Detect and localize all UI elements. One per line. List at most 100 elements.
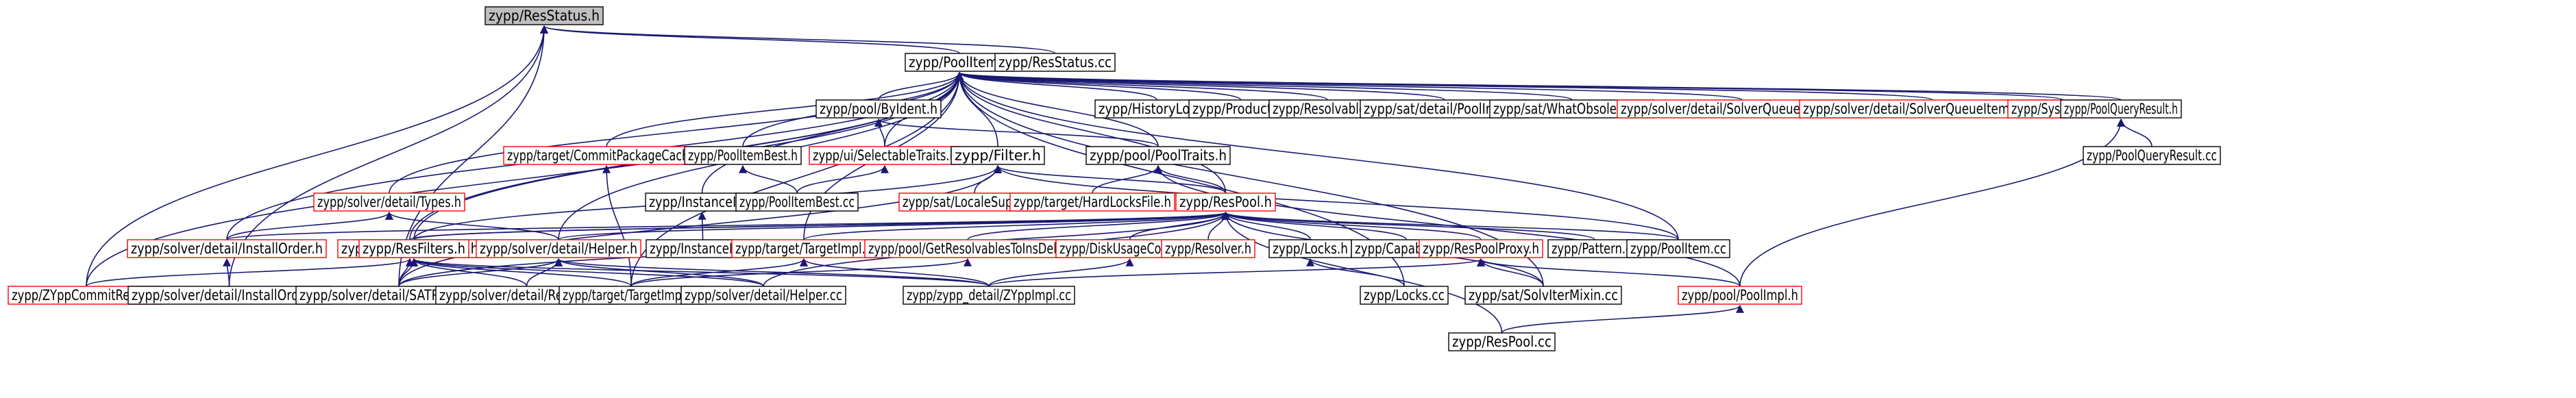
node-installorder-h[interactable]: zypp/solver/detail/InstallOrder.h xyxy=(127,239,327,258)
node-box xyxy=(735,192,859,212)
node-label: zypp/target/HardLocksFile.h xyxy=(1014,194,1171,210)
node-solver-types-h[interactable]: zypp/solver/detail/Types.h xyxy=(313,192,465,212)
node-poolqueryresult-h[interactable]: zypp/PoolQueryResult.h xyxy=(2060,99,2182,119)
node-pooltraits-h[interactable]: zypp/pool/PoolTraits.h xyxy=(1085,146,1231,165)
edge-capability_cc-to-respool_h xyxy=(1221,211,1407,240)
edge-solver_helper_cc-to-resfilters_h xyxy=(410,258,764,287)
edge-poolitem_cc-to-poolitem_h xyxy=(955,71,1679,240)
edge-respool_h-to-pooltraits_h xyxy=(1154,164,1227,194)
node-label: zypp/ResPoolProxy.h xyxy=(1423,240,1539,257)
edge-solver_helper_h-to-solver_types_h xyxy=(385,211,559,240)
edge-satresolver_cc-to-solver_helper_h xyxy=(398,258,563,287)
node-poolitembest-h[interactable]: zypp/PoolItemBest.h xyxy=(684,146,802,165)
node-poolimpl-h[interactable]: zypp/pool/PoolImpl.h xyxy=(1678,286,1802,305)
node-label: zypp/PoolItemBest.h xyxy=(688,147,798,164)
edge-installorder_cc-to-installorder_h xyxy=(223,258,232,287)
node-resolver-h[interactable]: zypp/Resolver.h xyxy=(1161,239,1255,258)
node-box xyxy=(1085,146,1231,165)
node-targetimpl-h[interactable]: zypp/target/TargetImpl.h xyxy=(731,239,876,258)
node-box xyxy=(484,6,604,25)
node-label: zypp/ResStatus.h xyxy=(489,8,600,24)
node-poolitem-cc[interactable]: zypp/PoolItem.cc xyxy=(1626,239,1730,258)
node-label: zypp/ResStatus.cc xyxy=(998,54,1112,71)
node-box xyxy=(358,239,469,258)
edge-ui_selectabletraits_h-to-pool_byident_h xyxy=(874,118,885,147)
node-label: zypp/PoolItem.cc xyxy=(1630,240,1726,257)
node-label: zypp/solver/detail/InstallOrder.h xyxy=(131,240,323,257)
node-box xyxy=(809,146,961,165)
edge-zyppcommitresult_h-to-resstatus_h xyxy=(86,25,548,287)
node-label: zypp/pool/GetResolvablesToInsDel.h xyxy=(868,240,1067,257)
node-respool-cc[interactable]: zypp/ResPool.cc xyxy=(1448,332,1556,351)
edge-installorder_h-to-solver_types_h xyxy=(226,211,393,240)
edge-sat_whatobsoletes_cc-to-poolitem_h xyxy=(955,71,1573,101)
node-locks-h[interactable]: zypp/Locks.h xyxy=(1268,239,1352,258)
edge-zyppimpl_cc-to-solver_helper_h xyxy=(554,258,990,287)
edge-locks_cc-to-locks_h xyxy=(1306,258,1405,287)
node-pattern-cc[interactable]: zypp/Pattern.cc xyxy=(1547,239,1642,258)
node-solver-helper-h[interactable]: zypp/solver/detail/Helper.h xyxy=(476,239,641,258)
node-label: zypp/target/TargetImpl.h xyxy=(735,240,872,257)
node-solver-helper-cc[interactable]: zypp/solver/detail/Helper.cc xyxy=(680,286,846,305)
node-label: zypp/PoolQueryResult.h xyxy=(2064,101,2178,117)
node-box xyxy=(1268,239,1352,258)
edge-poolitem_cc-to-respool_h xyxy=(1221,211,1679,240)
edge-poolitembest_cc-to-poolitembest_h xyxy=(739,164,798,194)
edge-zyppimpl_cc-to-diskusagecounter_h xyxy=(988,258,1134,287)
node-label: zypp/ui/SelectableTraits.h xyxy=(813,147,957,164)
node-poolitembest-cc[interactable]: zypp/PoolItemBest.cc xyxy=(735,192,859,212)
edge-zyppimpl_cc-to-respoolproxy_h xyxy=(988,258,1485,287)
node-ui-selectabletraits-h[interactable]: zypp/ui/SelectableTraits.h xyxy=(809,146,961,165)
node-box xyxy=(1464,286,1622,305)
node-box xyxy=(903,286,1075,305)
node-solvitermixin-cc[interactable]: zypp/sat/SolvIterMixin.cc xyxy=(1464,286,1622,305)
node-box xyxy=(1678,286,1802,305)
edge-resolvable_cc-to-poolitem_h xyxy=(955,71,1328,101)
node-pool-byident-h[interactable]: zypp/pool/ByIdent.h xyxy=(815,99,942,119)
node-poolqueryresult-cc[interactable]: zypp/PoolQueryResult.cc xyxy=(2083,146,2221,165)
edge-historylog_cc-to-poolitem_h xyxy=(955,71,1157,101)
edge-respool_cc-to-respool_h xyxy=(1221,211,1503,334)
node-resstatus-h: zypp/ResStatus.h xyxy=(484,6,604,25)
node-zyppimpl-cc[interactable]: zypp/zypp_detail/ZYppImpl.cc xyxy=(903,286,1075,305)
node-targetimpl-cc[interactable]: zypp/target/TargetImpl.cc xyxy=(559,286,704,305)
node-label: zypp/sat/SolvIterMixin.cc xyxy=(1469,287,1618,303)
node-box xyxy=(1161,239,1255,258)
node-getresolvablestoinsdel-h[interactable]: zypp/pool/GetResolvablesToInsDel.h xyxy=(864,239,1071,258)
edge-resstatus_cc-to-resstatus_h xyxy=(540,25,1056,54)
edge-zyppimpl_cc-to-resfilters_h xyxy=(410,258,990,287)
edge-poolimpl_h-to-respoolproxy_h xyxy=(1477,258,1741,287)
nodes-layer: zypp/ResStatus.hzypp/PoolItem.hzypp/ResS… xyxy=(8,6,2221,351)
node-label: zypp/pool/PoolTraits.h xyxy=(1090,147,1227,164)
node-box xyxy=(559,286,704,305)
edge-filter_h-to-poolitem_h xyxy=(955,71,998,147)
node-resfilters-h[interactable]: zypp/ResFilters.h xyxy=(358,239,469,258)
node-label: zypp/PoolQueryResult.cc xyxy=(2087,147,2217,164)
node-box xyxy=(950,146,1045,165)
node-label: zypp/Locks.cc xyxy=(1364,287,1445,303)
edge-respoolproxy_h-to-respool_h xyxy=(1221,211,1482,240)
edge-poolqueryresult_h-to-poolitem_h xyxy=(955,71,2122,101)
node-respoolproxy-h[interactable]: zypp/ResPoolProxy.h xyxy=(1419,239,1543,258)
node-box xyxy=(127,239,327,258)
node-box xyxy=(1419,239,1543,258)
edge-targetimpl_cc-to-getresolvablestoinsdel_h xyxy=(630,258,972,287)
edge-poolimpl_h-to-poolqueryresult_h xyxy=(1739,118,2125,287)
node-box xyxy=(1626,239,1730,258)
edge-targetimpl_cc-to-resfilters_h xyxy=(410,258,632,287)
edge-installorder_cc-to-resstatus_h xyxy=(228,25,548,287)
node-box xyxy=(684,146,802,165)
node-hardlocksfile-h[interactable]: zypp/target/HardLocksFile.h xyxy=(1009,192,1175,212)
node-respool-h[interactable]: zypp/ResPool.h xyxy=(1175,192,1276,212)
node-locks-cc[interactable]: zypp/Locks.cc xyxy=(1360,286,1449,305)
node-label: zypp/zypp_detail/ZYppImpl.cc xyxy=(907,287,1071,304)
node-box xyxy=(2060,99,2182,119)
node-label: zypp/solver/detail/Helper.h xyxy=(480,240,637,257)
node-filter-h[interactable]: zypp/Filter.h xyxy=(950,146,1045,165)
node-commitpackagecache-h[interactable]: zypp/target/CommitPackageCache.h xyxy=(503,146,710,165)
edge-respool_cc-to-poolimpl_h xyxy=(1501,304,1744,334)
node-label: zypp/Pattern.cc xyxy=(1551,240,1638,257)
node-resstatus-cc[interactable]: zypp/ResStatus.cc xyxy=(994,53,1116,72)
edge-zyppimpl_cc-to-targetimpl_h xyxy=(800,258,990,287)
